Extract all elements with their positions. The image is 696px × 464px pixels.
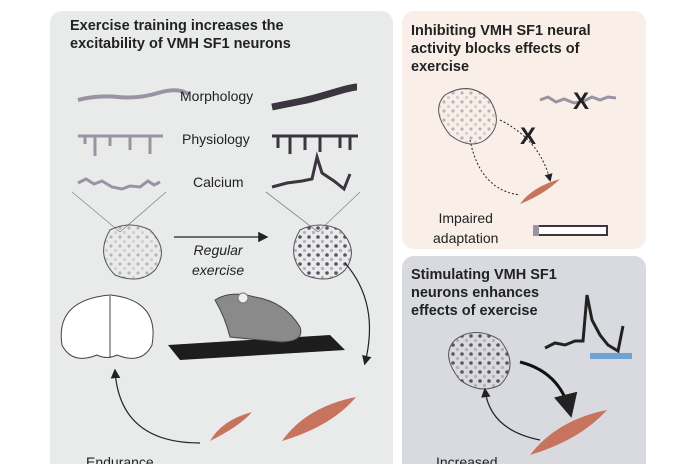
label-line: Regular bbox=[193, 242, 243, 258]
muscle-large bbox=[282, 397, 356, 441]
title-line: effects of exercise bbox=[411, 303, 538, 319]
calcium-trace-inhibited bbox=[539, 95, 617, 105]
label-line: exercise bbox=[192, 262, 245, 278]
panel-inhibiting bbox=[402, 11, 646, 249]
label-line: Impaired bbox=[438, 210, 493, 226]
impaired-bar bbox=[533, 225, 608, 236]
treadmill-icon bbox=[168, 335, 345, 360]
endurance-label: Endurance bbox=[86, 454, 154, 464]
row-label-physiology: Physiology bbox=[182, 131, 250, 147]
title-line: exercise bbox=[411, 59, 470, 75]
muscle-enhanced bbox=[530, 410, 607, 455]
muscle-impaired bbox=[520, 179, 560, 204]
panel-stimulating bbox=[402, 256, 646, 464]
morphology-trace-after bbox=[271, 83, 358, 111]
panel-title-stimulating: Stimulating VMH SF1 neurons enhances eff… bbox=[411, 266, 557, 320]
brain-section-icon bbox=[60, 294, 154, 359]
title-line: activity blocks effects of bbox=[411, 41, 580, 57]
x-mark-trace: X bbox=[573, 88, 590, 115]
physiology-trace-after bbox=[272, 134, 358, 154]
row-label-morphology: Morphology bbox=[180, 88, 254, 104]
calcium-trace-before bbox=[77, 177, 161, 191]
panel-title-inhibiting: Inhibiting VMH SF1 neural activity block… bbox=[411, 22, 591, 76]
stimulation-bar bbox=[590, 353, 632, 359]
title-line: neurons enhances bbox=[411, 285, 540, 301]
panel-title-training: Exercise training increases the excitabi… bbox=[70, 17, 291, 53]
neuron-cluster-stimulated bbox=[448, 332, 511, 390]
title-line: Inhibiting VMH SF1 neural bbox=[411, 23, 591, 39]
title-line: Exercise training increases the bbox=[70, 18, 284, 34]
impaired-adaptation-label: Impaired adaptation bbox=[433, 208, 498, 248]
calcium-trace-after bbox=[271, 151, 352, 192]
mouse-icon bbox=[214, 293, 302, 343]
muscle-small bbox=[210, 412, 252, 441]
morphology-trace-before bbox=[77, 88, 190, 102]
regular-exercise-label: Regular exercise bbox=[192, 240, 244, 280]
title-line: Stimulating VMH SF1 bbox=[411, 267, 557, 283]
calcium-trace-stimulated bbox=[544, 294, 625, 354]
label-line: adaptation bbox=[433, 230, 499, 246]
increased-label: Increased bbox=[436, 454, 498, 464]
row-label-calcium: Calcium bbox=[193, 174, 244, 190]
physiology-trace-before bbox=[78, 134, 163, 156]
neuron-cluster-inhibited bbox=[438, 88, 497, 145]
neuron-cluster-after bbox=[293, 224, 352, 280]
x-mark-pathway: X bbox=[520, 123, 537, 150]
title-line: excitability of VMH SF1 neurons bbox=[70, 36, 291, 52]
neuron-cluster-before bbox=[103, 224, 162, 280]
